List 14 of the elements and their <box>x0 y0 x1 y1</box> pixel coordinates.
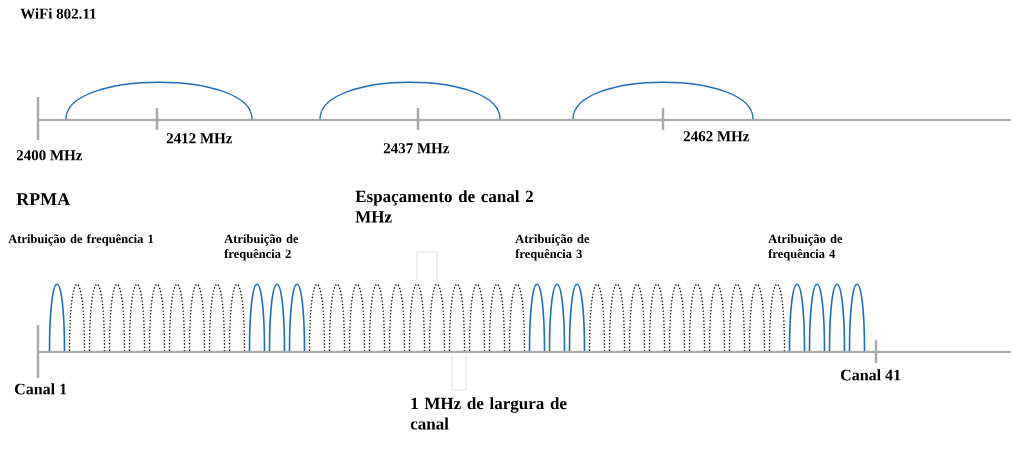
allocation-label: Atribuição de frequência 2 <box>224 234 299 261</box>
frequency-label: 2400 MHz <box>16 150 83 161</box>
allocation-label: Atribuição de frequência 4 <box>768 234 843 261</box>
channel-label: Canal 1 <box>15 383 67 395</box>
allocation-label: Atribuição de frequência 3 <box>515 234 590 261</box>
channel-label: Canal 41 <box>841 369 901 381</box>
frequency-label: 2412 MHz <box>166 133 233 144</box>
frequency-label: 2437 MHz <box>383 143 450 154</box>
heading: WiFi 802.11 <box>20 8 96 19</box>
heading: RPMA <box>16 193 71 206</box>
frequency-label: 2462 MHz <box>683 131 750 142</box>
annotation-text: 1 MHz de largura de canal <box>410 397 567 430</box>
allocation-label: Atribuição de frequência 1 <box>8 234 154 246</box>
annotation-text: Espaçamento de canal 2 MHz <box>355 190 533 223</box>
